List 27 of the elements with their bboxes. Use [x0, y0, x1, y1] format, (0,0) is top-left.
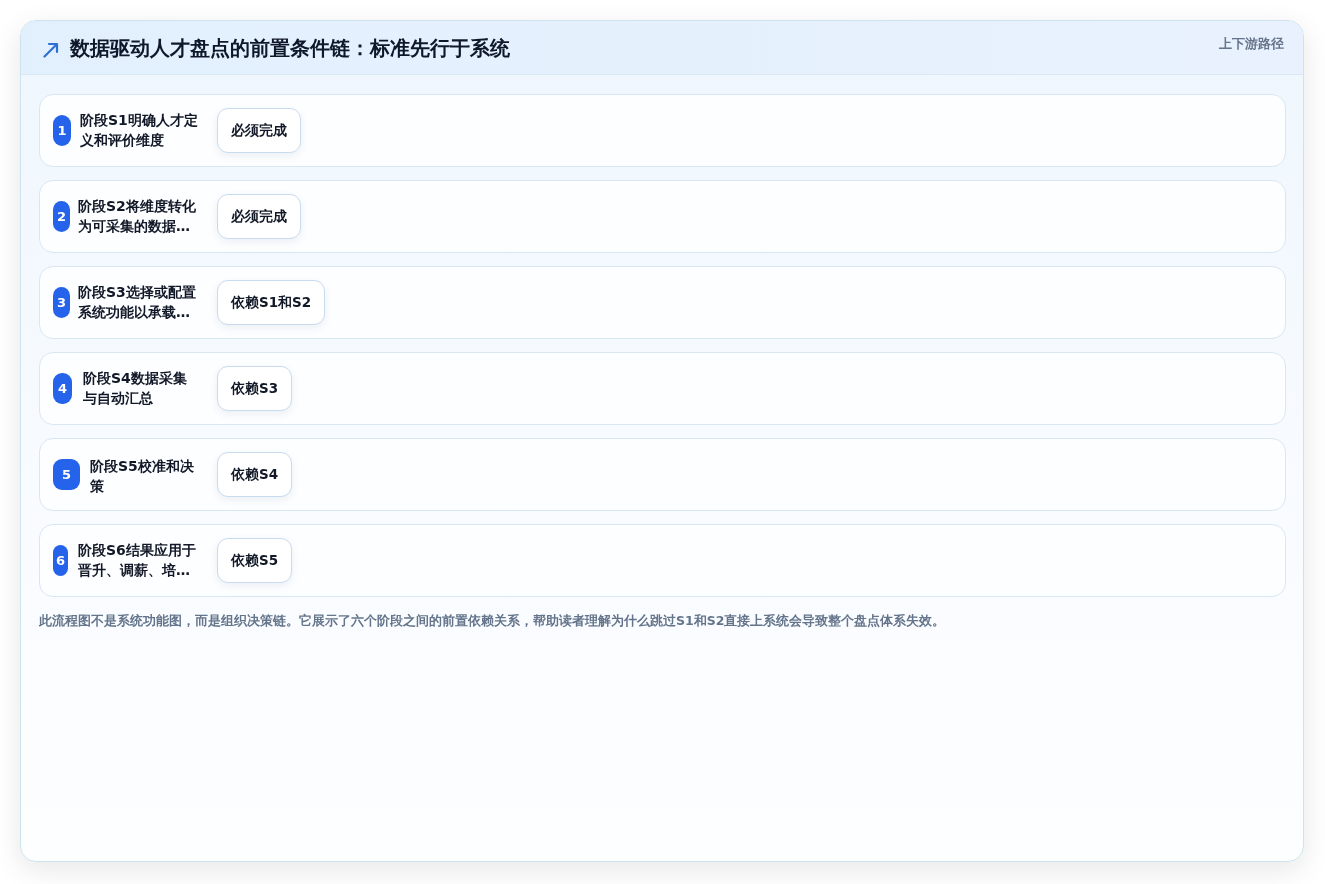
- number-badge: 2: [53, 201, 70, 232]
- status-tag: 依赖S4: [217, 452, 293, 497]
- stage-label: 阶段S1明确人才定义和评价维度: [80, 111, 199, 150]
- header-label: 上下游路径: [1219, 35, 1284, 53]
- number-badge: 6: [53, 545, 68, 576]
- stage-card: [39, 180, 1286, 253]
- number-badge: 3: [53, 287, 70, 318]
- stage-label: 阶段S3选择或配置系统功能以承载…: [78, 283, 197, 322]
- number-badge: 4: [53, 373, 72, 404]
- stage-card: [39, 524, 1286, 597]
- caption: 此流程图不是系统功能图，而是组织决策链。它展示了六个阶段之间的前置依赖关系，帮助读者理解为什么跳过S1和S2直接上系统会导致整个盘点体系失效。: [39, 613, 946, 629]
- status-tag: 依赖S1和S2: [217, 280, 326, 325]
- number-badge: 1: [53, 115, 71, 146]
- stage-card: [39, 94, 1286, 167]
- stage-label: 阶段S6结果应用于晋升、调薪、培…: [78, 541, 197, 580]
- stage-card: [39, 438, 1286, 511]
- status-tag: 依赖S5: [217, 538, 293, 583]
- title: 数据驱动人才盘点的前置条件链：标准先行于系统: [70, 35, 510, 61]
- stage-card: [39, 266, 1286, 339]
- number-badge: 5: [53, 459, 80, 490]
- stage-card: [39, 352, 1286, 425]
- stage-label: 阶段S5校准和决策: [90, 457, 195, 496]
- status-tag: 必须完成: [217, 108, 301, 153]
- stage-label: 阶段S2将维度转化为可采集的数据…: [78, 197, 197, 236]
- stage-label: 阶段S4数据采集与自动汇总: [83, 369, 188, 408]
- status-tag: 依赖S3: [217, 366, 293, 411]
- status-tag: 必须完成: [217, 194, 301, 239]
